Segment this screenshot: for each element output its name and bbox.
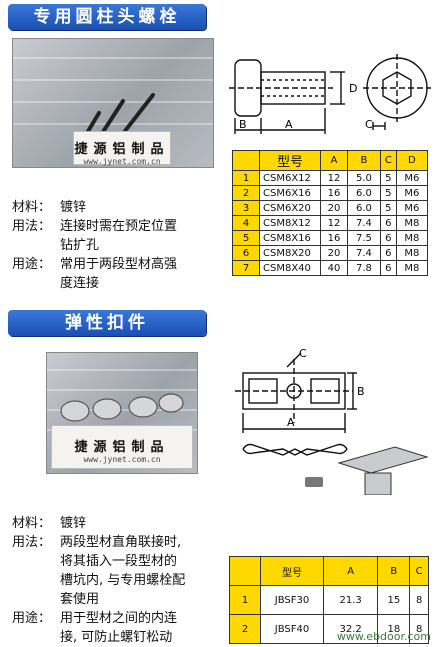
spec-usage-key: 用法： xyxy=(12,219,52,234)
label-b: B xyxy=(239,118,247,131)
header-a: A xyxy=(320,150,348,171)
photo-label-card: 捷源铝制品 www.jynet.com.cn xyxy=(73,131,171,166)
table-header-row: 型号 A B C xyxy=(229,556,429,586)
spec-usage-value: 钻扩孔 xyxy=(60,238,100,253)
watermark: www.ebdoor.com xyxy=(336,630,431,643)
clips-illustration xyxy=(60,393,184,422)
spec-material-key: 材料： xyxy=(12,516,52,531)
photo-label-url: www.jynet.com.cn xyxy=(83,455,161,464)
spec-purpose-value: 接, 可防止螺钉松动 xyxy=(60,630,173,645)
spec-usage-value: 两段型材直角联接时, xyxy=(60,535,182,550)
spec-purpose-key: 用途： xyxy=(12,611,52,626)
bolt-product-photo: 捷源铝制品 www.jynet.com.cn xyxy=(12,38,214,168)
label-d: D xyxy=(349,82,357,95)
label-b: B xyxy=(357,385,365,398)
spec-purpose-value: 常用于两段型材高强 xyxy=(60,257,178,272)
header-b: B xyxy=(377,556,411,586)
spec-usage-key: 用法： xyxy=(12,535,52,550)
label-c: C xyxy=(365,118,373,131)
spec-material-value: 镀锌 xyxy=(60,516,87,531)
photo-label-text: 捷源铝制品 xyxy=(74,142,170,157)
table-header-row: 型号 A B C D xyxy=(232,150,429,171)
spec-material-key: 材料： xyxy=(12,200,52,215)
clip-product-photo: 捷源铝制品 www.jynet.com.cn xyxy=(46,352,198,474)
spec-purpose-value: 度连接 xyxy=(60,276,100,291)
header-model: 型号 xyxy=(260,556,324,586)
header-d: D xyxy=(395,150,429,171)
photo-label-card: 捷源铝制品 www.jynet.com.cn xyxy=(51,425,193,469)
spec-purpose-value: 用于型材之间的内连 xyxy=(60,611,178,626)
section1-specs: 材料： 镀锌 用法： 连接时需在预定位置 钻扩孔 用途： 常用于两段型材高强 度连接 xyxy=(12,198,222,293)
label-a: A xyxy=(285,118,293,131)
header-b: B xyxy=(346,150,382,171)
spec-usage-value: 槽坑内, 与专用螺栓配 xyxy=(60,573,186,588)
bolt-dimension-drawing: D B A C xyxy=(229,54,431,134)
header-a: A xyxy=(322,556,379,586)
section2-specs: 材料： 镀锌 用法： 两段型材直角联接时, 将其插入一段型材的 槽坑内, 与专用螺栓… xyxy=(12,514,227,647)
photo-label-url: www.jynet.com.cn xyxy=(83,157,161,166)
section1-title: 专用圆柱头螺栓 xyxy=(8,4,206,30)
spec-usage-value: 连接时需在预定位置 xyxy=(60,219,178,234)
label-c: C xyxy=(299,347,307,360)
header-c: C xyxy=(409,556,429,586)
spec-usage-value: 将其插入一段型材的 xyxy=(60,554,178,569)
header-c: C xyxy=(380,150,397,171)
label-a: A xyxy=(287,416,295,429)
clip-dimension-drawing: C B A xyxy=(235,347,429,495)
section2-title: 弹性扣件 xyxy=(8,310,206,336)
spec-usage-value: 套使用 xyxy=(60,592,100,607)
spec-material-value: 镀锌 xyxy=(60,200,87,215)
spec-purpose-key: 用途： xyxy=(12,257,52,272)
header-model: 型号 xyxy=(259,150,321,171)
photo-label-text: 捷源铝制品 xyxy=(74,440,170,455)
